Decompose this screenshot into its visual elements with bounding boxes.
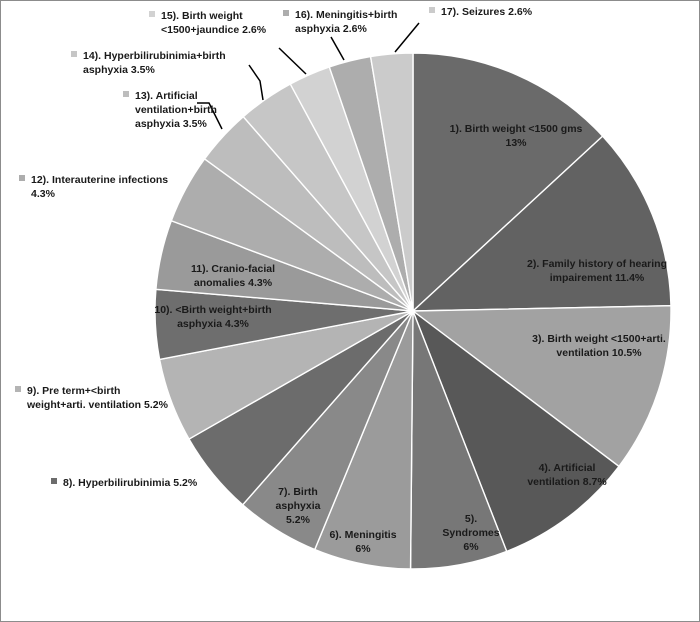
label-marker-15 [149, 11, 155, 17]
leader-lines [197, 22, 420, 130]
leader-line-17 [394, 22, 420, 53]
pie-slice-3 [410, 304, 672, 468]
label-marker-16 [283, 10, 289, 16]
pie-slice-17 [369, 52, 414, 312]
label-marker-17 [429, 7, 435, 13]
leader-line-13 [197, 102, 223, 130]
label-marker-9 [15, 386, 21, 392]
label-marker-14 [71, 51, 77, 57]
pie-slice-2 [411, 135, 672, 312]
pie-slice-1 [412, 52, 604, 313]
leader-line-14 [248, 64, 264, 101]
label-marker-13 [123, 91, 129, 97]
leader-line-15 [278, 47, 307, 75]
slice-label-15: 15). Birth weight<1500+jaundice 2.6% [161, 10, 267, 36]
leader-line-16 [330, 36, 345, 61]
label-marker-8 [51, 478, 57, 484]
slice-label-3: 3). Birth weight <1500+arti.ventilation … [532, 333, 666, 359]
slice-label-8: 8). Hyperbilirubinimia 5.2% [63, 477, 198, 489]
label-marker-12 [19, 175, 25, 181]
pie-slice-4 [411, 308, 620, 553]
slice-label-17: 17). Seizures 2.6% [441, 6, 533, 18]
pie-slices [154, 52, 672, 570]
